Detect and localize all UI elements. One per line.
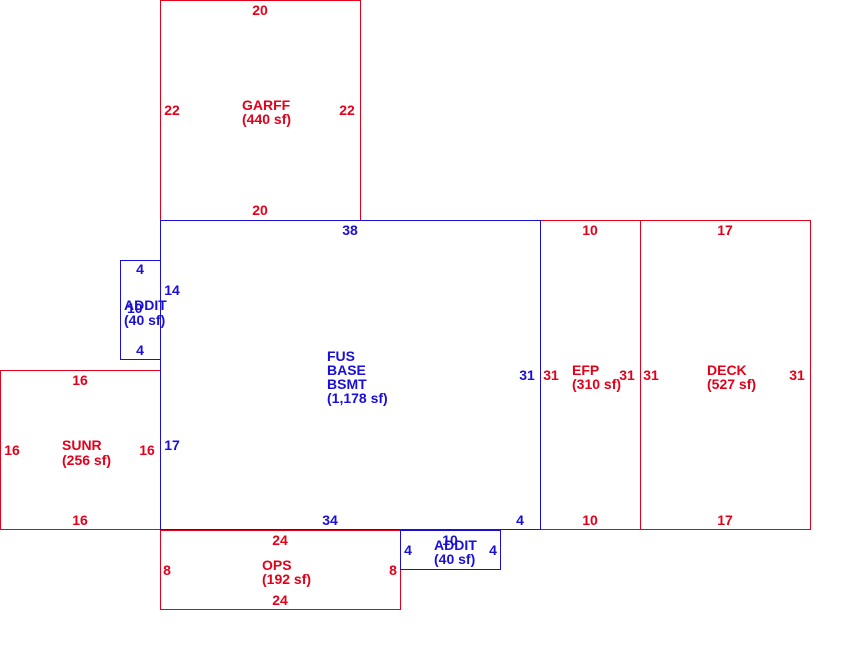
fus-label-line-1: FUS <box>327 348 355 364</box>
addit-left-bottom-dim: 4 <box>136 342 144 358</box>
efp-top-dim: 10 <box>582 222 598 238</box>
deck-area: (527 sf) <box>707 376 756 392</box>
addit-bottom-left-dim: 4 <box>404 542 412 558</box>
ops-top-dim: 24 <box>272 532 288 548</box>
addit-bottom-right-dim: 4 <box>489 542 497 558</box>
fus-upper-left-dim: 14 <box>164 282 180 298</box>
addit-left-overlap-dim: 10 <box>127 300 143 316</box>
fus-label-line-3: BSMT <box>327 376 367 392</box>
fus-label-line-2: BASE <box>327 362 366 378</box>
fus-lower-left-dim: 17 <box>164 437 180 453</box>
addit-left-area: (40 sf) <box>124 312 165 328</box>
deck-bottom-dim: 17 <box>717 512 733 528</box>
garff-left-dim: 22 <box>164 102 180 118</box>
deck-left-dim: 31 <box>643 367 659 383</box>
fus-base-bsmt-outline <box>160 220 541 530</box>
garff-area: (440 sf) <box>242 111 291 127</box>
deck-name: DECK <box>707 362 747 378</box>
sunr-right-dim: 16 <box>139 442 155 458</box>
addit-bottom-outline <box>400 530 501 570</box>
garff-top-dim: 20 <box>252 2 268 18</box>
efp-bottom-dim: 10 <box>582 512 598 528</box>
fus-area: (1,178 sf) <box>327 390 388 406</box>
ops-left-dim: 8 <box>163 562 171 578</box>
efp-area: (310 sf) <box>572 376 621 392</box>
ops-area: (192 sf) <box>262 571 311 587</box>
deck-right-dim: 31 <box>789 367 805 383</box>
sunr-bottom-dim: 16 <box>72 512 88 528</box>
addit-bottom-name: ADDIT <box>434 537 477 553</box>
efp-right-dim: 31 <box>619 367 635 383</box>
ops-bottom-dim: 24 <box>272 592 288 608</box>
sunr-left-dim: 16 <box>4 442 20 458</box>
sunr-name: SUNR <box>62 437 102 453</box>
garff-bottom-dim: 20 <box>252 202 268 218</box>
efp-left-dim: 31 <box>543 367 559 383</box>
addit-left-top-dim: 4 <box>136 261 144 277</box>
addit-bottom-overlap-dim: 10 <box>442 532 458 548</box>
efp-name: EFP <box>572 362 599 378</box>
fus-right-dim: 31 <box>519 367 535 383</box>
addit-left-outline <box>120 260 161 360</box>
fus-top-dim: 38 <box>342 222 358 238</box>
sunr-top-dim: 16 <box>72 372 88 388</box>
deck-outline <box>640 220 811 530</box>
addit-left-name: ADDIT <box>124 297 167 313</box>
addit-bottom-area: (40 sf) <box>434 551 475 567</box>
ops-name: OPS <box>262 557 292 573</box>
sunr-area: (256 sf) <box>62 452 111 468</box>
ops-right-dim: 8 <box>389 562 397 578</box>
garff-right-dim: 22 <box>339 102 355 118</box>
fus-bottom-dim: 34 <box>322 512 338 528</box>
deck-top-dim: 17 <box>717 222 733 238</box>
garff-name: GARFF <box>242 97 291 113</box>
fus-bottom-right-dim: 4 <box>516 512 524 528</box>
